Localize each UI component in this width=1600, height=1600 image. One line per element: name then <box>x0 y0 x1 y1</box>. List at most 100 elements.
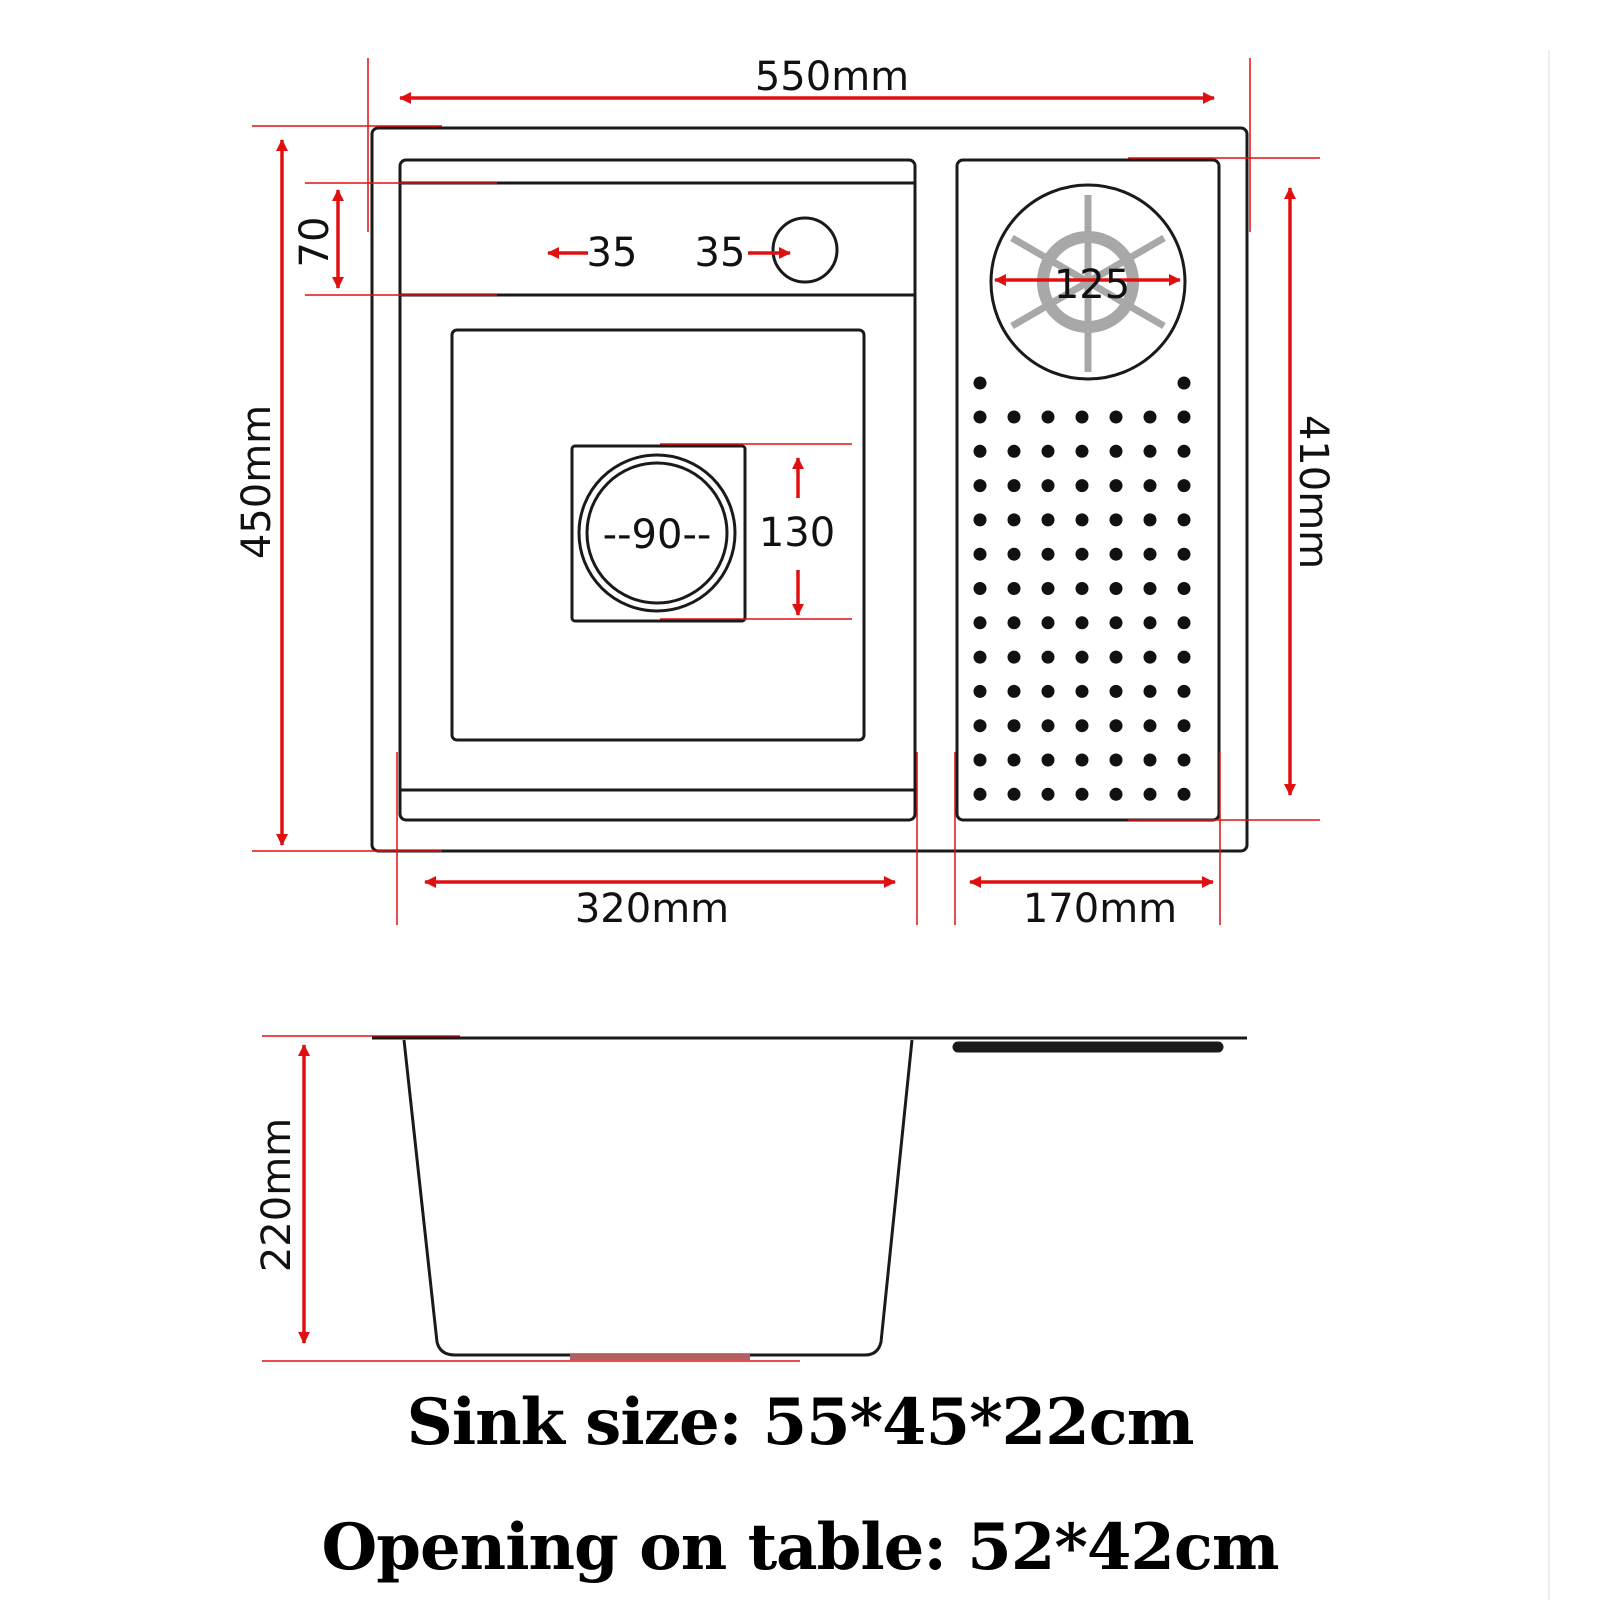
drain-hole <box>1007 650 1021 664</box>
drain-hole <box>973 376 987 390</box>
side-view-basin <box>402 1039 914 1357</box>
drain-hole <box>1109 479 1123 493</box>
drain-hole <box>1109 444 1123 458</box>
drain-hole <box>1075 582 1089 595</box>
drain-hole <box>1143 616 1157 630</box>
drain-hole <box>1177 582 1191 595</box>
drain-hole <box>1143 479 1157 493</box>
label-130: 130 <box>759 510 835 556</box>
drain-hole <box>1075 787 1089 801</box>
drain-hole <box>1041 684 1055 698</box>
drain-hole <box>1041 787 1055 801</box>
drain-hole <box>973 719 987 733</box>
drain-hole <box>973 650 987 664</box>
drain-hole <box>1109 650 1123 664</box>
drain-hole <box>1075 547 1089 561</box>
drain-hole <box>1143 444 1157 458</box>
drain-hole <box>1177 753 1191 767</box>
basin-bottom <box>450 328 866 742</box>
side-board-outline <box>955 158 1221 822</box>
label-410mm: 410mm <box>1290 415 1336 569</box>
drain-hole <box>973 444 987 458</box>
drain-hole <box>1007 616 1021 630</box>
drain-hole <box>1007 719 1021 733</box>
side-view <box>372 1036 1247 1357</box>
drain-hole <box>1177 410 1191 424</box>
drain-hole <box>1075 719 1089 733</box>
drain-hole <box>1109 787 1123 801</box>
drain-hole <box>1109 684 1123 698</box>
drain-hole <box>1177 547 1191 561</box>
drain-square <box>570 444 747 623</box>
caption-sink-size: Sink size: 55*45*22cm <box>406 1385 1195 1460</box>
label-170mm: 170mm <box>1023 886 1177 932</box>
drain-hole <box>1075 444 1089 458</box>
drain-outer-ring <box>577 453 737 613</box>
drain-hole <box>1143 582 1157 595</box>
drain-hole <box>1177 479 1191 493</box>
drain-hole <box>1075 753 1089 767</box>
drain-hole <box>1143 650 1157 664</box>
drain-hole <box>1007 547 1021 561</box>
drain-hole <box>973 616 987 630</box>
drain-hole <box>1177 616 1191 630</box>
drain-hole <box>1041 547 1055 561</box>
label-70: 70 <box>292 217 338 268</box>
drain-hole <box>1007 410 1021 424</box>
drain-hole <box>1075 410 1089 424</box>
drain-hole <box>1109 719 1123 733</box>
drain-hole <box>1143 787 1157 801</box>
drain-hole <box>973 479 987 493</box>
drain-hole <box>1177 684 1191 698</box>
drain-hole <box>1041 616 1055 630</box>
drain-inner-ring <box>585 461 729 605</box>
drain-hole <box>1041 582 1055 595</box>
drain-hole <box>1143 684 1157 698</box>
label-90: --90-- <box>603 512 712 558</box>
drain-hole <box>1177 376 1191 390</box>
drain-hole <box>973 582 987 595</box>
drain-hole <box>1007 684 1021 698</box>
drain-hole <box>1007 479 1021 493</box>
drain-hole <box>1041 650 1055 664</box>
cup-rinser-ring <box>989 183 1187 381</box>
drain-hole <box>1007 787 1021 801</box>
drain-hole <box>1041 753 1055 767</box>
drain-hole <box>1109 547 1123 561</box>
drain-hole <box>1041 513 1055 527</box>
label-35-left: 35 <box>587 230 638 276</box>
label-450mm: 450mm <box>234 405 280 559</box>
drain-hole <box>973 410 987 424</box>
drain-icon <box>570 444 747 623</box>
drain-hole <box>1177 513 1191 527</box>
drain-hole <box>1007 444 1021 458</box>
drain-hole <box>973 513 987 527</box>
drain-hole <box>973 547 987 561</box>
label-220mm: 220mm <box>254 1118 300 1272</box>
drain-hole <box>1177 719 1191 733</box>
sink-outer-frame <box>370 126 1249 853</box>
top-view-dimensions <box>276 92 1296 888</box>
drain-hole <box>1075 684 1089 698</box>
drain-hole <box>1177 787 1191 801</box>
drain-hole <box>1143 753 1157 767</box>
drain-hole <box>1007 753 1021 767</box>
top-view <box>370 126 1249 853</box>
drain-hole <box>1143 547 1157 561</box>
drain-hole <box>1041 479 1055 493</box>
drain-hole <box>1143 719 1157 733</box>
extension-lines <box>252 58 1320 1362</box>
label-320mm: 320mm <box>575 886 729 932</box>
drain-hole <box>1041 444 1055 458</box>
drain-hole <box>1109 616 1123 630</box>
label-125: 125 <box>1054 262 1130 308</box>
drain-hole <box>1143 513 1157 527</box>
caption-opening: Opening on table: 52*42cm <box>321 1510 1279 1585</box>
drain-hole <box>1075 479 1089 493</box>
drain-hole <box>973 684 987 698</box>
drain-hole <box>1109 753 1123 767</box>
page-edge-line <box>1548 50 1550 1600</box>
drain-hole <box>973 787 987 801</box>
drain-hole <box>1177 444 1191 458</box>
